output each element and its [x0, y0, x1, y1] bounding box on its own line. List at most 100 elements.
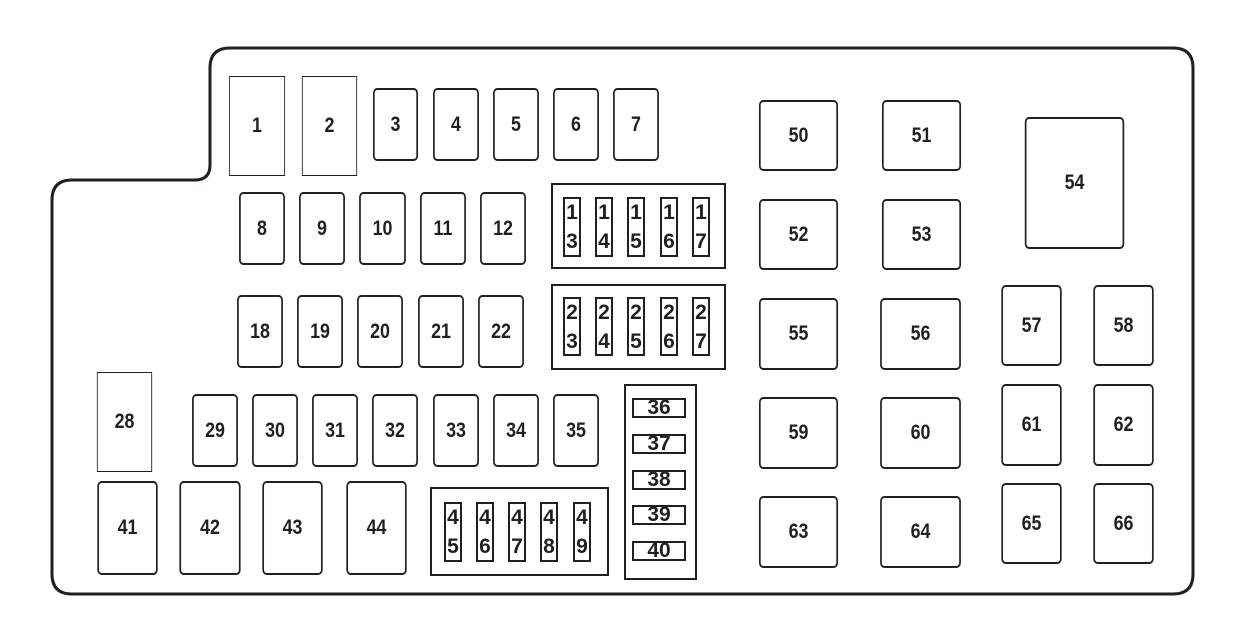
fuse-label: 11	[433, 216, 453, 240]
fuse-31: 31	[312, 394, 358, 467]
fuse-42: 42	[179, 481, 241, 575]
fuse-44: 44	[346, 481, 407, 575]
fuse-label: 7	[631, 112, 641, 136]
fuse-65: 65	[1001, 483, 1062, 564]
fuse-26: 26	[660, 297, 678, 356]
fuse-60: 60	[880, 397, 961, 469]
fuse-label: 10	[372, 216, 393, 240]
fuse-label: 39	[647, 503, 671, 526]
fuse-label: 34	[506, 418, 526, 442]
fuse-33: 33	[433, 394, 479, 467]
fuse-label: 38	[647, 468, 671, 491]
fuse-label: 20	[370, 319, 390, 343]
fuse-21: 21	[418, 295, 464, 368]
fuse-label: 52	[788, 222, 809, 246]
fuse-label: 21	[431, 319, 451, 343]
fuse-label: 9	[317, 216, 327, 240]
fuse-label: 42	[200, 516, 220, 539]
fuse-label: 6	[571, 112, 581, 136]
fuse-30: 30	[252, 394, 298, 467]
fuse-label: 64	[910, 520, 931, 543]
fuse-32: 32	[372, 394, 418, 467]
fuse-label: 12	[493, 216, 513, 240]
fuse-22: 22	[478, 295, 524, 368]
fuse-58: 58	[1093, 285, 1154, 366]
fuse-37: 37	[632, 432, 686, 455]
fuse-label: 60	[910, 421, 931, 444]
fuse-39: 39	[632, 503, 686, 526]
fuse-label: 46	[479, 506, 491, 558]
fuse-label: 1	[252, 114, 262, 137]
fuse-label: 57	[1021, 313, 1042, 337]
fuse-label: 25	[630, 300, 642, 353]
fuse-label: 55	[788, 322, 809, 345]
fuse-46: 46	[476, 502, 494, 562]
fuse-label: 13	[566, 201, 578, 253]
fuse-2-relay: 2	[301, 76, 358, 176]
fuse-label: 45	[447, 506, 459, 558]
fuse-36: 36	[632, 396, 686, 419]
fuse-label: 50	[788, 123, 809, 147]
fuse-label: 56	[910, 322, 931, 345]
fuse-19: 19	[297, 295, 343, 368]
fuse-62: 62	[1093, 384, 1154, 466]
fuse-label: 17	[695, 201, 707, 253]
fuse-20: 20	[357, 295, 403, 368]
fuse-label: 63	[788, 520, 809, 543]
fuse-43: 43	[262, 481, 323, 575]
fuse-label: 29	[205, 418, 225, 442]
fuse-label: 51	[911, 123, 932, 147]
fuse-label: 24	[598, 300, 610, 353]
fuse-53: 53	[881, 199, 962, 270]
fuse-64: 64	[880, 496, 961, 568]
fuse-59: 59	[758, 397, 839, 469]
fuse-34: 34	[493, 394, 539, 467]
fuse-label: 27	[695, 300, 707, 353]
fuse-label: 5	[511, 112, 521, 136]
fuse-label: 16	[663, 201, 675, 253]
fuse-12: 12	[480, 192, 526, 265]
fuse-7: 7	[613, 88, 659, 161]
fuse-25: 25	[627, 297, 645, 356]
fuse-24: 24	[595, 297, 613, 356]
fuse-14: 14	[595, 197, 613, 257]
fuse-label: 66	[1113, 511, 1134, 535]
fuse-15: 15	[627, 197, 645, 257]
fuse-35: 35	[553, 394, 599, 467]
fuse-label: 47	[511, 506, 523, 558]
fuse-label: 14	[598, 201, 610, 253]
fuse-38: 38	[632, 468, 686, 491]
fuse-label: 19	[310, 319, 330, 343]
fuse-label: 26	[663, 300, 675, 353]
fuse-label: 48	[543, 506, 555, 558]
fuse-label: 2	[324, 114, 335, 137]
fuse-61: 61	[1001, 384, 1062, 466]
fuse-11: 11	[420, 192, 466, 265]
fuse-57: 57	[1001, 285, 1062, 366]
fuse-label: 22	[491, 319, 511, 343]
fuse-55: 55	[758, 298, 839, 370]
fuse-29: 29	[192, 394, 238, 467]
fuse-23: 23	[563, 297, 581, 356]
fuse-9: 9	[299, 192, 345, 265]
fuse-47: 47	[508, 502, 526, 562]
fuse-52: 52	[758, 199, 839, 270]
fuse-63: 63	[758, 496, 839, 568]
fuse-label: 28	[114, 410, 135, 433]
fuse-label: 61	[1021, 413, 1042, 436]
fuse-label: 15	[630, 201, 642, 253]
fuse-label: 40	[647, 539, 671, 562]
fuse-label: 59	[788, 421, 809, 444]
fuse-1-relay: 1	[228, 76, 286, 176]
fuse-label: 44	[366, 516, 387, 539]
fuse-27: 27	[692, 297, 710, 356]
fuse-label: 3	[390, 112, 401, 136]
fuse-17: 17	[692, 197, 710, 257]
fuse-16: 16	[660, 197, 678, 257]
fuse-4: 4	[433, 88, 479, 161]
fuse-label: 36	[647, 396, 671, 419]
fuse-label: 58	[1113, 313, 1134, 337]
fuse-label: 43	[282, 516, 303, 539]
fuse-18: 18	[237, 295, 283, 368]
